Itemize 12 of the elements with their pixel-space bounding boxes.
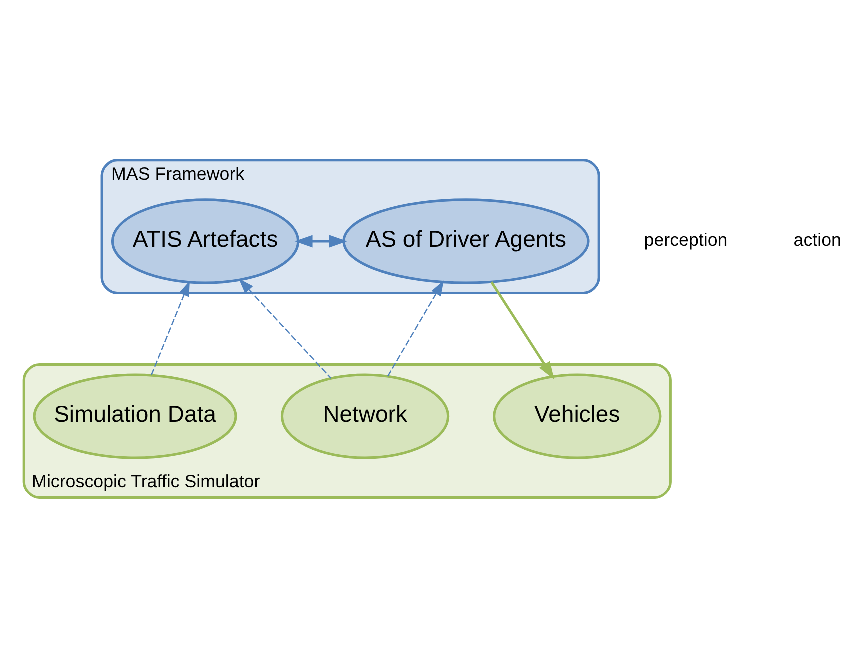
arrow [150, 280, 190, 376]
node-ellipse: AS of Driver Agents [342, 198, 590, 284]
arrow [294, 234, 348, 248]
arrow [238, 278, 332, 378]
arrow [490, 281, 554, 380]
node-ellipse: ATIS Artefacts [111, 198, 300, 284]
node-ellipse: Simulation Data [33, 373, 238, 459]
node-ellipse: Vehicles [493, 373, 662, 459]
legend-label: perception [644, 230, 728, 250]
arrow [387, 280, 444, 376]
node-ellipse: Network [280, 373, 450, 459]
legend-label: action [794, 230, 842, 250]
